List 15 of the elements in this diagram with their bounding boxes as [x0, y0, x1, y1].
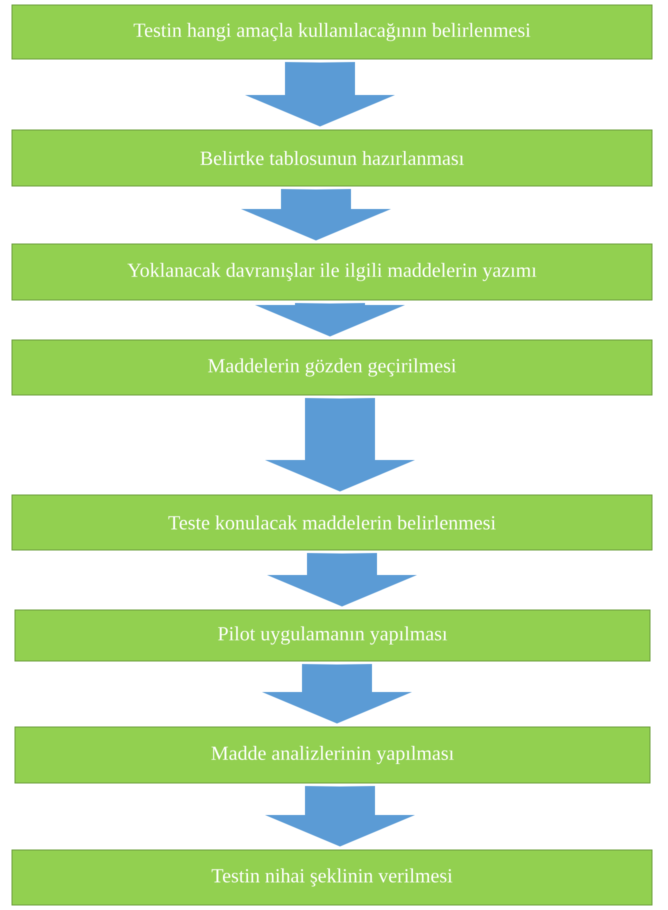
- block-arrow: [255, 303, 405, 336]
- process-box: Teste konulacak maddelerin belirlenmesi: [12, 494, 652, 550]
- block-arrow: [262, 664, 412, 724]
- process-box: Yoklanacak davranışlar ile ilgili maddelerin yazımı: [12, 244, 652, 300]
- process-box: Maddelerin gözden geçirilmesi: [12, 340, 652, 396]
- block-arrow: [265, 398, 415, 492]
- block-arrow: [267, 553, 417, 606]
- process-box: Testin hangi amaçla kullanılacağının belirlenmesi: [12, 4, 652, 60]
- process-box: Belirtke tablosunun hazırlanması: [12, 130, 652, 186]
- block-arrow: [265, 786, 415, 846]
- block-arrow: [245, 62, 395, 126]
- process-box: Pilot uygulamanın yapılması: [14, 610, 650, 662]
- process-box: Madde analizlerinin yapılması: [14, 726, 650, 784]
- block-arrow: [241, 189, 391, 240]
- process-box: Testin nihai şeklinin verilmesi: [12, 850, 652, 906]
